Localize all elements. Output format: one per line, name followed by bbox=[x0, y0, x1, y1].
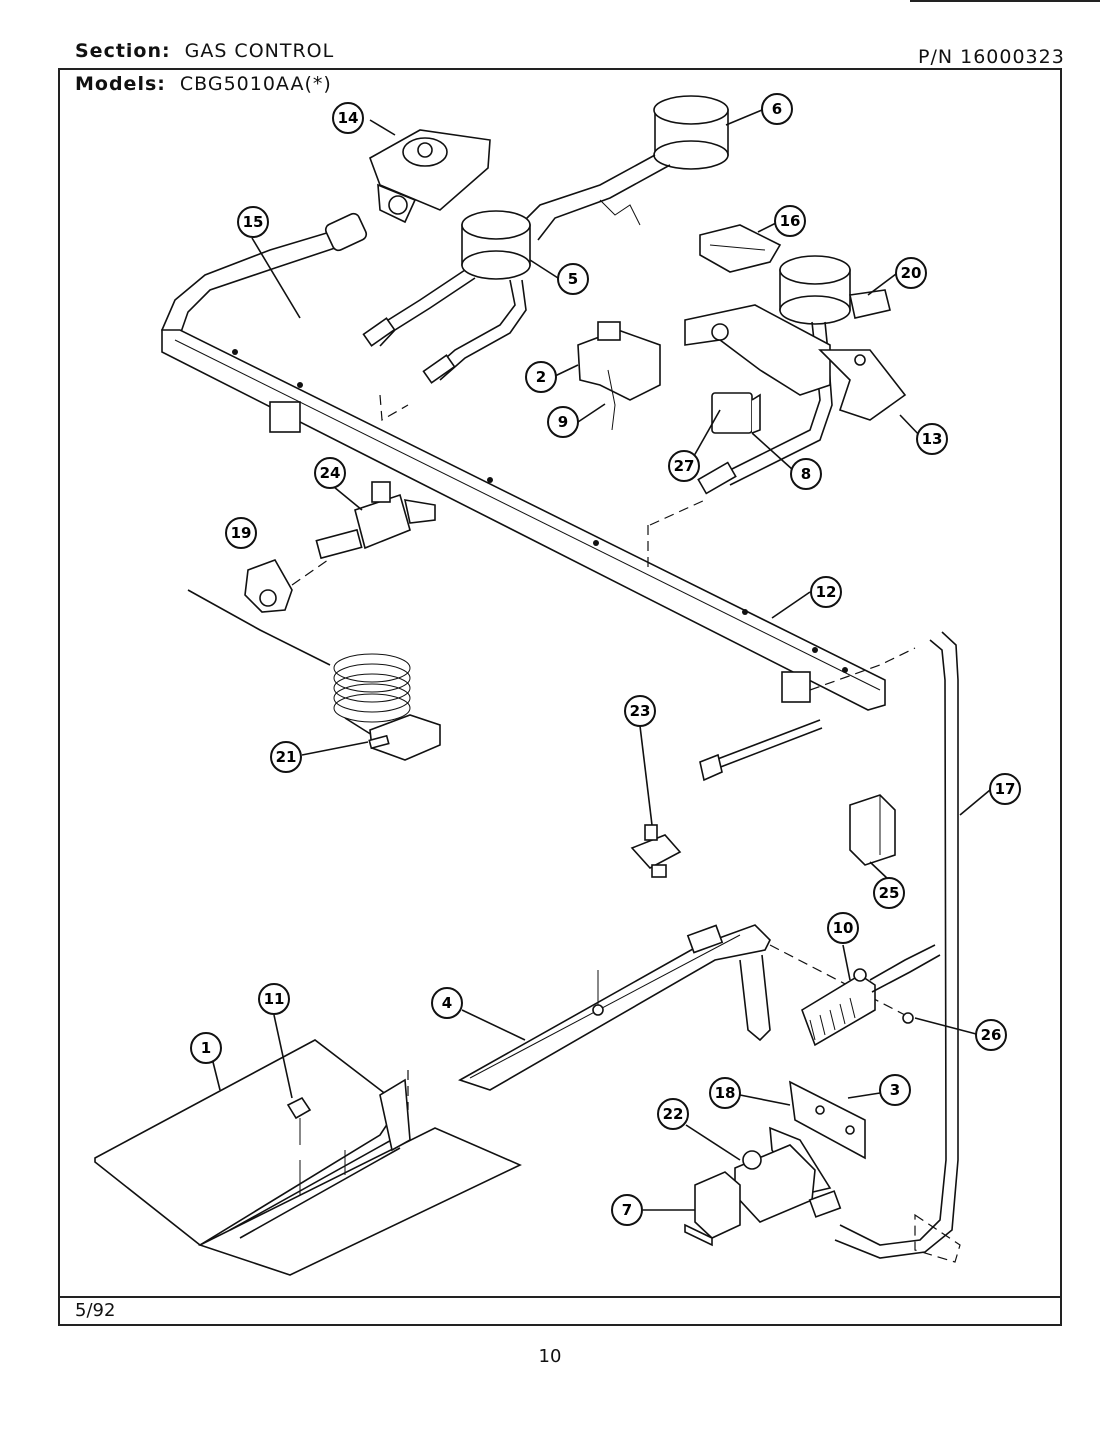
callout-5: 5 bbox=[557, 263, 589, 295]
footer-rule bbox=[58, 1296, 1062, 1298]
valve-knob-bracket bbox=[244, 559, 293, 613]
callout-4-label: 4 bbox=[442, 994, 452, 1012]
callout-10: 10 bbox=[827, 912, 859, 944]
section-value: GAS CONTROL bbox=[184, 40, 335, 62]
callout-leaders bbox=[209, 109, 991, 1211]
callout-7-label: 7 bbox=[622, 1201, 632, 1219]
rear-right-burner bbox=[519, 95, 729, 241]
burner-mounting-bracket bbox=[684, 304, 907, 421]
callout-8: 8 bbox=[790, 458, 822, 490]
callout-8-label: 8 bbox=[801, 465, 811, 483]
callout-18: 18 bbox=[709, 1077, 741, 1109]
callout-26: 26 bbox=[975, 1019, 1007, 1051]
burner-valve-housing bbox=[369, 129, 491, 224]
callout-11: 11 bbox=[258, 983, 290, 1015]
valve-support-bracket bbox=[684, 1171, 741, 1247]
callout-22: 22 bbox=[657, 1098, 689, 1130]
ignitor-bracket bbox=[699, 224, 782, 273]
pilot-valve bbox=[630, 824, 682, 878]
burner-feed-pipe bbox=[161, 212, 368, 346]
callout-2-label: 2 bbox=[536, 368, 546, 386]
callout-7: 7 bbox=[611, 1194, 643, 1226]
section-label: Section: bbox=[75, 40, 171, 62]
callout-13-label: 13 bbox=[922, 430, 943, 448]
part-number: P/N 16000323 bbox=[918, 46, 1065, 68]
oven-thermostat bbox=[187, 589, 441, 761]
callout-18-label: 18 bbox=[715, 1084, 736, 1102]
callout-1-label: 1 bbox=[201, 1039, 211, 1057]
callout-11-label: 11 bbox=[264, 990, 285, 1008]
callout-16: 16 bbox=[774, 205, 806, 237]
callout-3-label: 3 bbox=[890, 1081, 900, 1099]
manifold-bar bbox=[161, 329, 886, 711]
ignitor-mount-bracket bbox=[577, 321, 661, 431]
callout-20: 20 bbox=[895, 257, 927, 289]
igniter-electrode bbox=[711, 392, 761, 434]
oven-burner-tube bbox=[458, 924, 771, 1091]
burner-orifice-tube bbox=[699, 719, 823, 782]
callout-9-label: 9 bbox=[558, 413, 568, 431]
callout-23: 23 bbox=[624, 695, 656, 727]
callout-6-label: 6 bbox=[772, 100, 782, 118]
callout-24-label: 24 bbox=[320, 464, 341, 482]
igniter-screw bbox=[902, 1012, 914, 1024]
callout-26-label: 26 bbox=[981, 1026, 1002, 1044]
callout-1: 1 bbox=[190, 1032, 222, 1064]
page-number: 10 bbox=[538, 1346, 562, 1367]
top-rule bbox=[910, 0, 1100, 2]
revision-date: 5/92 bbox=[75, 1300, 116, 1321]
callout-21: 21 bbox=[270, 741, 302, 773]
callout-2: 2 bbox=[525, 361, 557, 393]
callout-25-label: 25 bbox=[879, 884, 900, 902]
callout-12: 12 bbox=[810, 576, 842, 608]
callout-13: 13 bbox=[916, 423, 948, 455]
callout-25: 25 bbox=[873, 877, 905, 909]
callout-17-label: 17 bbox=[995, 780, 1016, 798]
callout-17: 17 bbox=[989, 773, 1021, 805]
callout-16-label: 16 bbox=[780, 212, 801, 230]
callout-21-label: 21 bbox=[276, 748, 297, 766]
spark-module bbox=[849, 794, 896, 866]
oven-burner-valve bbox=[315, 481, 436, 560]
callout-4: 4 bbox=[431, 987, 463, 1019]
callout-23-label: 23 bbox=[630, 702, 651, 720]
models-label: Models: bbox=[75, 73, 166, 95]
oven-igniter bbox=[801, 944, 941, 1047]
callout-10-label: 10 bbox=[833, 919, 854, 937]
callout-27-label: 27 bbox=[674, 457, 695, 475]
callout-3: 3 bbox=[879, 1074, 911, 1106]
callout-5-label: 5 bbox=[568, 270, 578, 288]
callout-9: 9 bbox=[547, 406, 579, 438]
callout-12-label: 12 bbox=[816, 583, 837, 601]
gas-supply-tube bbox=[834, 631, 961, 1263]
callout-15: 15 bbox=[237, 206, 269, 238]
callout-19-label: 19 bbox=[231, 524, 252, 542]
section-heading: Section: GAS CONTROL bbox=[75, 40, 334, 62]
callout-24: 24 bbox=[314, 457, 346, 489]
diagram-frame bbox=[58, 68, 1062, 1326]
models-heading: Models: CBG5010AA(*) bbox=[75, 73, 332, 95]
oven-burner-baffle bbox=[94, 1039, 522, 1276]
callout-22-label: 22 bbox=[663, 1105, 684, 1123]
callout-14-label: 14 bbox=[338, 109, 359, 127]
callout-6: 6 bbox=[761, 93, 793, 125]
baffle-clip bbox=[286, 1096, 312, 1145]
callout-27: 27 bbox=[668, 450, 700, 482]
callout-14: 14 bbox=[332, 102, 364, 134]
callout-15-label: 15 bbox=[243, 213, 264, 231]
front-left-burner bbox=[362, 210, 531, 384]
callout-20-label: 20 bbox=[901, 264, 922, 282]
callout-19: 19 bbox=[225, 517, 257, 549]
models-value: CBG5010AA(*) bbox=[179, 73, 332, 95]
